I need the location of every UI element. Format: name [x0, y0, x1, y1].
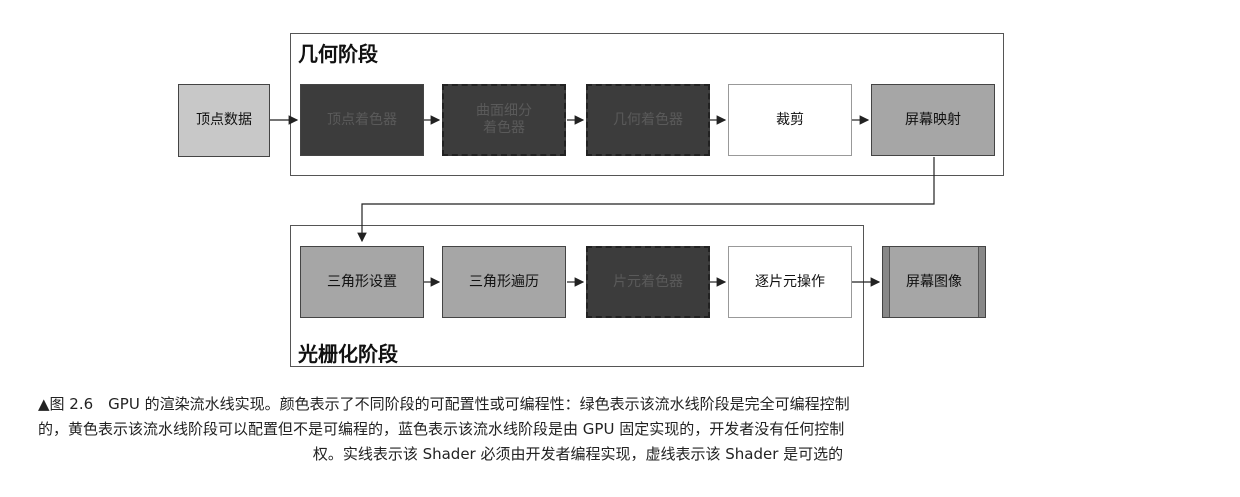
- caption-line-3: 权。实线表示该 Shader 必须由开发者编程实现，虚线表示该 Shader 是…: [312, 445, 844, 463]
- arrow-screenmapping-to-trianglesetup: [357, 157, 935, 243]
- node-triangle-traversal: 三角形遍历: [442, 246, 566, 318]
- node-clipping: 裁剪: [728, 84, 852, 156]
- node-screen-mapping: 屏幕映射: [871, 84, 995, 156]
- node-tessellation-shader: 曲面细分 着色器: [442, 84, 566, 156]
- node-per-fragment-operations: 逐片元操作: [728, 246, 852, 318]
- node-triangle-setup: 三角形设置: [300, 246, 424, 318]
- figure-caption: ▲图 2.6 GPU 的渲染流水线实现。颜色表示了不同阶段的可配置性或可编程性：…: [38, 392, 1178, 467]
- node-vertex-shader: 顶点着色器: [300, 84, 424, 156]
- rasterization-stage-title: 光栅化阶段: [298, 342, 398, 366]
- caption-line-2: 的，黄色表示该流水线阶段可以配置但不是可编程的，蓝色表示该流水线阶段是由 GPU…: [38, 420, 845, 438]
- node-geometry-shader: 几何着色器: [586, 84, 710, 156]
- caption-line-1: ▲图 2.6 GPU 的渲染流水线实现。颜色表示了不同阶段的可配置性或可编程性：…: [38, 395, 850, 413]
- node-fragment-shader: 片元着色器: [586, 246, 710, 318]
- node-screen-image: 屏幕图像: [882, 246, 986, 318]
- node-vertex-data: 顶点数据: [178, 84, 270, 157]
- geometry-stage-title: 几何阶段: [298, 42, 378, 66]
- screen-image-label: 屏幕图像: [906, 273, 962, 290]
